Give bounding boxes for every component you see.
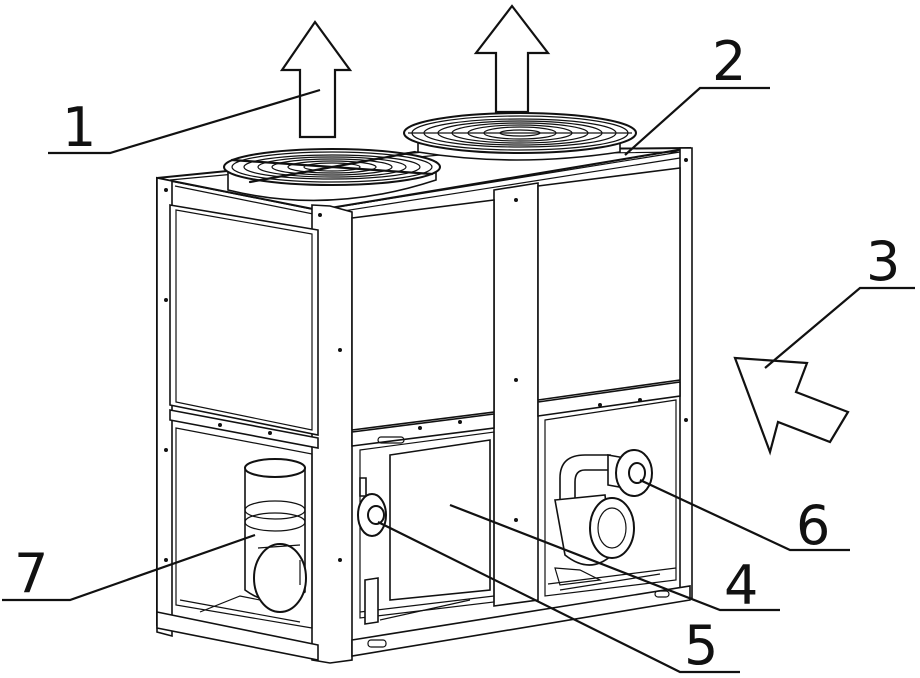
callout-6: 6 [796,494,830,557]
callout-3: 3 [866,230,900,293]
leader-7 [2,533,256,602]
fan-right [403,112,637,161]
forklift-slot-right [654,590,670,598]
rear-panel-visible [389,439,491,601]
leader-6 [639,479,850,552]
leader-4 [449,503,780,612]
base-rail-front [351,585,691,657]
front-coil-panel-left [351,199,495,431]
forklift-slot-front [367,639,387,648]
callout-1: 1 [62,96,96,159]
intake-air-arrow [733,356,850,456]
left-coil-panel [169,204,319,436]
callout-7: 7 [14,542,48,605]
compressor [244,458,307,613]
fan-left [223,148,441,202]
front-lower-bay-right [544,399,677,597]
leader-1 [48,88,321,155]
left-corner-post [156,177,173,638]
front-coil-panel-right [537,167,681,401]
handle-slot [377,436,405,444]
rivets [164,158,688,562]
leader-3 [764,286,915,369]
exhaust-air-arrow-right [473,4,551,114]
front-mid-post [493,182,539,607]
exhaust-air-arrow-left [279,20,353,139]
front-left-corner-post [311,204,353,664]
left-mid-band [169,409,319,449]
front-lower-bay-left [359,431,495,619]
left-lower-bay [175,427,313,629]
callout-2: 2 [712,30,746,93]
base-rail-left [156,611,319,661]
leader-5 [377,521,740,674]
callout-5: 5 [684,614,718,677]
water-pump [554,449,653,586]
leader-2 [624,86,770,156]
callout-4: 4 [724,554,758,617]
water-pipe-flange-left [357,477,387,625]
front-mid-band-right [537,381,681,417]
right-corner-post [679,147,693,601]
